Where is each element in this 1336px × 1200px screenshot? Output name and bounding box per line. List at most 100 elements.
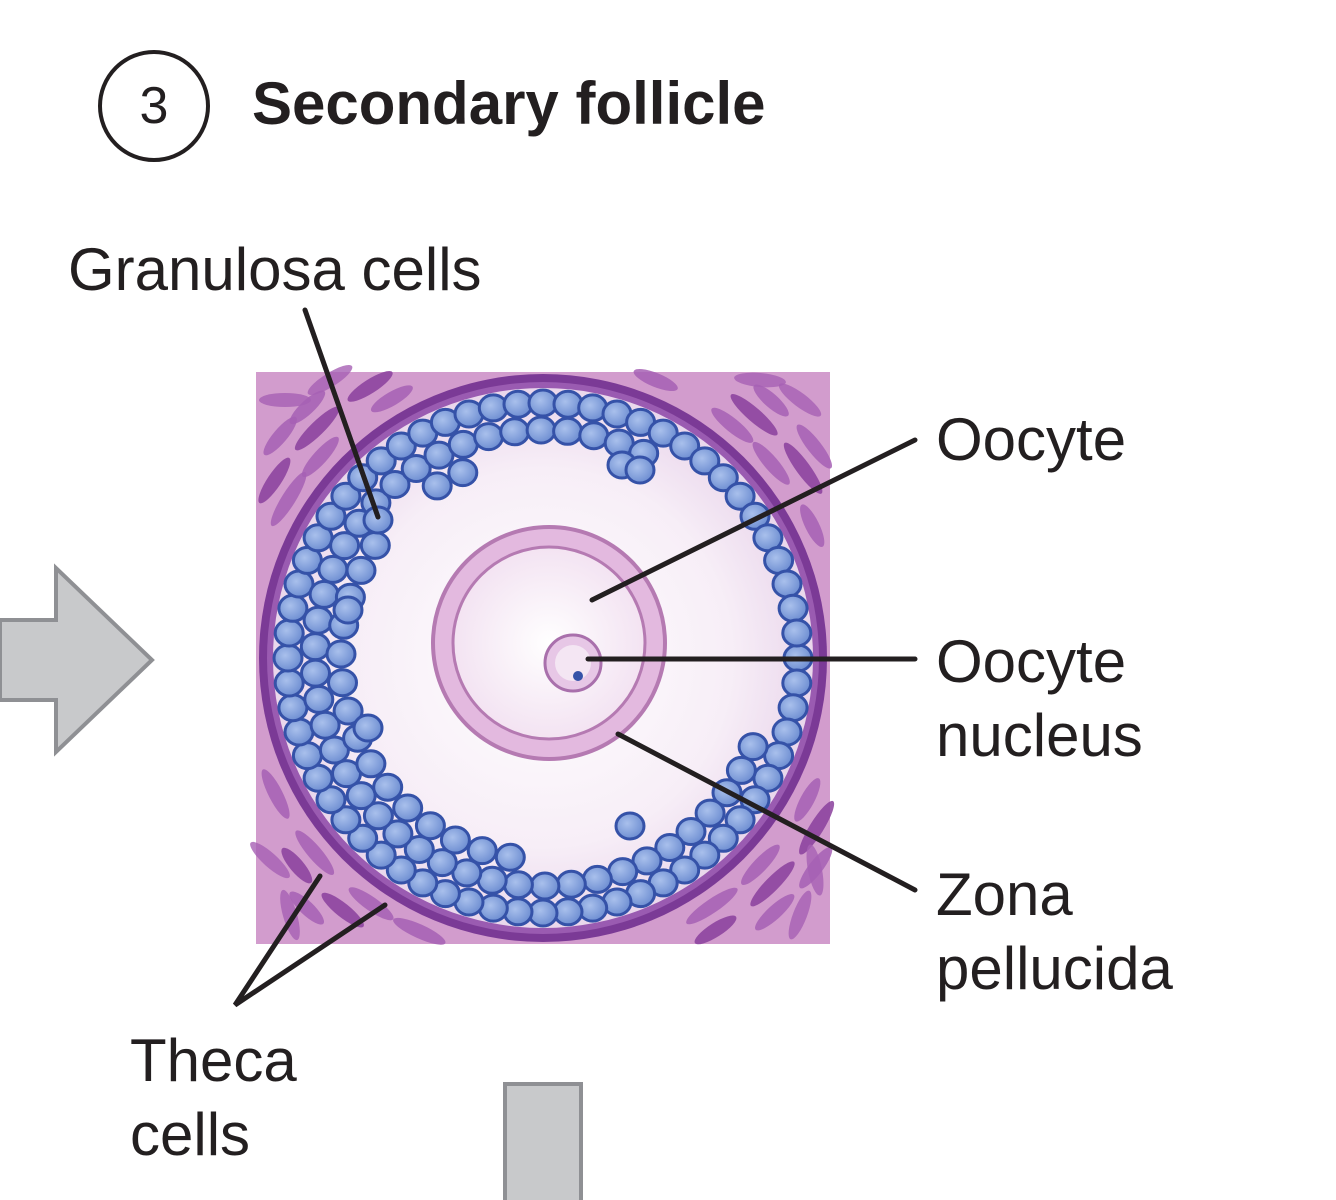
incoming-arrow	[0, 563, 155, 757]
granulosa-cell	[330, 481, 362, 511]
granulosa-cell	[624, 455, 656, 485]
theca-cell	[734, 372, 786, 388]
theca-cell	[741, 844, 780, 886]
granulosa-cell	[578, 421, 610, 451]
granulosa-cell	[502, 870, 534, 900]
oocyte-label: Oocyte	[936, 406, 1127, 473]
granulosa-cell	[302, 605, 334, 635]
granulosa-cell	[473, 422, 505, 452]
oocyte-nucleus-label: Oocyte nucleus	[936, 625, 1143, 773]
granulosa-cell	[689, 840, 721, 870]
granulosa-cell	[327, 668, 358, 698]
granulosa-cell	[689, 446, 721, 476]
theca-cell	[270, 471, 307, 527]
granulosa-cell	[355, 749, 387, 779]
granulosa-cell	[777, 693, 809, 723]
theca-cell	[301, 436, 339, 478]
granulosa-cell	[315, 785, 347, 815]
theca-cell	[694, 915, 737, 945]
granulosa-cell	[466, 836, 498, 866]
granulosa-cell	[325, 639, 357, 669]
granulosa-cell	[737, 732, 769, 762]
granulosa-cell	[439, 825, 471, 855]
granulosa-cell	[318, 735, 350, 765]
theca-cell	[289, 891, 325, 925]
step-number-badge: 3	[98, 50, 210, 162]
granulosa-cell	[763, 545, 795, 575]
theca-cell	[281, 847, 313, 884]
granulosa-cell	[273, 668, 305, 698]
granulosa-cell	[724, 805, 756, 835]
diagram-title: Secondary follicle	[252, 70, 766, 137]
granulosa-cell	[447, 458, 479, 488]
granulosa-cell	[529, 871, 561, 901]
granulosa-cell	[365, 446, 397, 476]
granulosa-cell	[781, 668, 813, 698]
granulosa-cell	[614, 811, 646, 841]
theca-cell	[778, 383, 822, 417]
theca-cell	[294, 406, 340, 451]
granulosa-cell	[447, 429, 479, 459]
granulosa-cell	[414, 811, 446, 841]
granulosa-cell	[362, 801, 394, 831]
theca-cell	[753, 384, 789, 417]
granulosa-cell	[272, 643, 304, 673]
granulosa-cell	[724, 481, 756, 511]
theca-cell	[261, 769, 290, 819]
theca-cell	[711, 407, 754, 443]
granulosa-leader	[302, 307, 381, 520]
granulosa-cell	[273, 618, 305, 648]
granulosa-cell	[291, 741, 323, 771]
granulosa-cell	[777, 593, 809, 623]
granulosa-cell	[403, 835, 435, 864]
theca-cell	[796, 424, 833, 469]
granulosa-cell	[581, 864, 613, 894]
granulosa-cells-label: Granulosa cells	[68, 236, 482, 303]
theca-cell	[730, 394, 778, 436]
zona-pellucida-label: Zona pellucida	[936, 858, 1173, 1006]
granulosa-cell	[771, 717, 803, 747]
granulosa-cell	[359, 530, 391, 560]
theca-cells	[250, 364, 835, 945]
granulosa-cell	[426, 848, 458, 878]
zona-leader	[615, 731, 918, 893]
outgoing-arrow	[503, 1082, 583, 1200]
granulosa-cell	[332, 696, 364, 726]
theca-cell	[750, 861, 795, 907]
granulosa-cell	[385, 431, 417, 461]
zona-pellucida-label-line1: Zona	[936, 861, 1073, 928]
granulosa-cell	[552, 416, 584, 446]
granulosa-cell	[300, 658, 331, 688]
nucleolus	[573, 671, 583, 681]
granulosa-cell	[299, 632, 331, 662]
zona-pellucida-label-line2: pellucida	[936, 935, 1173, 1002]
granulosa-cell	[332, 595, 364, 625]
theca-cell	[347, 371, 393, 402]
granulosa-cell	[308, 579, 340, 609]
granulosa-cell	[330, 805, 362, 835]
granulosa-cell	[781, 618, 813, 648]
granulosa-cell	[365, 840, 397, 870]
theca-cell	[794, 778, 821, 822]
theca-cell	[370, 385, 413, 413]
theca-cell	[393, 917, 446, 945]
theca-cells-label-line1: Theca	[130, 1027, 297, 1094]
theca-cell	[800, 504, 825, 548]
theca-cell	[783, 442, 823, 494]
granulosa-cell	[675, 817, 707, 846]
theca-cell	[348, 887, 394, 921]
granulosa-cell	[499, 417, 531, 447]
granulosa-cell	[725, 755, 757, 785]
granulosa-cell	[283, 717, 315, 747]
theca-cell	[259, 393, 311, 407]
granulosa-cell	[494, 842, 526, 872]
granulosa-cell	[277, 593, 309, 623]
theca-cell	[295, 830, 335, 875]
granulosa-cell	[362, 505, 394, 535]
theca-cell	[799, 800, 835, 855]
theca-cell	[788, 890, 812, 940]
leader-lines	[232, 307, 918, 1008]
granulosa-cell	[555, 869, 587, 899]
granulosa-cell	[382, 819, 414, 849]
